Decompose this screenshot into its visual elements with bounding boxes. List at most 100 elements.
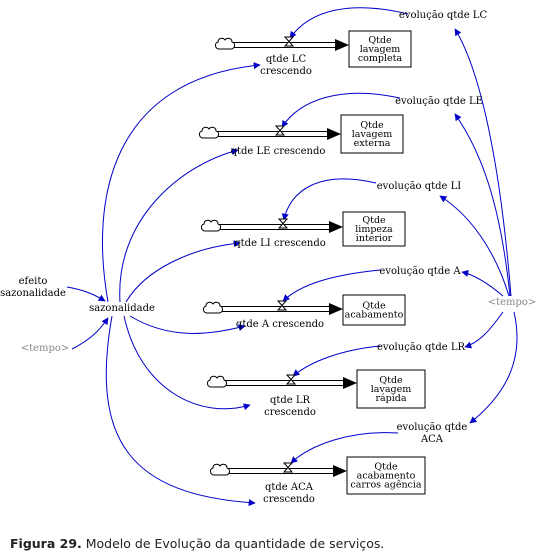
rate-label-aca-line: crescendo (263, 494, 315, 505)
stock-label-a-line: Qtde (362, 301, 386, 312)
stock-label-aca-line: Qtde (374, 462, 398, 473)
cloud-icon-outline (201, 219, 221, 232)
rate-label-lc-line: crescendo (260, 66, 312, 77)
evolution-label-aca-line: evolução qtde (397, 422, 468, 433)
stock-label-lc-line: lavagem (360, 44, 400, 55)
causal-links (66, 7, 518, 507)
rate-label-li-line: qtde LI crescendo (234, 238, 326, 249)
stock-label-aca-line: acabamento (357, 471, 416, 482)
stock-box-aca (346, 456, 426, 495)
cloud-icon (215, 37, 235, 50)
stock-label-aca-line: carros agência (350, 480, 422, 491)
rate-label-lr-line: crescendo (264, 407, 316, 418)
cloud-icon-outline (207, 375, 227, 388)
link-tempo-evo-aca (469, 311, 518, 424)
rate-label-aca-line: qtde ACA (265, 482, 314, 493)
evolution-label-li: evolução qtde LI (377, 181, 462, 192)
valve-icon (282, 462, 294, 473)
stock-label-le-line: lavagem (352, 129, 392, 140)
stock-box-a (342, 294, 406, 326)
figure-caption-text: Modelo de Evolução da quantidade de serv… (81, 536, 385, 551)
cloud-icon (203, 301, 223, 314)
link-evo-valve-aca (290, 432, 399, 464)
efeito-sazonalidade-label-line: sazonalidade (0, 288, 66, 299)
link-tempo-saz (71, 317, 109, 350)
efeito-sazonalidade-label-line: efeito (19, 276, 48, 287)
link-evo-valve-lc (289, 7, 409, 39)
figure-caption-label: Figura 29. (10, 536, 82, 551)
stock-label-lr-line: Qtde (379, 375, 403, 386)
link-tempo-evo-li (439, 195, 510, 297)
cloud-icon (201, 219, 221, 232)
stock-label-li-line: limpeza (355, 224, 393, 235)
valve-icon (283, 36, 295, 47)
link-evo-valve-le (281, 92, 401, 128)
link-tempo-evo-lc (454, 28, 512, 297)
valve-icon (276, 300, 288, 311)
link-tempo-evo-a (461, 270, 504, 297)
rate-label-le-line: qtde LE crescendo (231, 146, 326, 157)
figure-caption: Figura 29. Modelo de Evolução da quantid… (10, 536, 384, 551)
stock-label-lr-line: rápida (375, 393, 406, 404)
rate-label-lc-line: qtde LC (266, 54, 307, 65)
flow-arrow-icon (329, 303, 343, 315)
evolution-label-a: evolução qtde A (379, 266, 461, 277)
stock-box-le (340, 114, 404, 154)
link-tempo-evo-le (454, 113, 511, 297)
stock-box-lr (356, 369, 426, 409)
cloud-icon-outline (210, 463, 230, 476)
evolution-label-le-line: evolução qtde LE (395, 96, 483, 107)
link-saz-rate-le (119, 148, 239, 303)
stock-label-lc-line: Qtde (368, 35, 392, 46)
evolution-label-lr: evolução qtde LR (377, 342, 466, 353)
tempo-right-label: <tempo> (488, 297, 537, 308)
evolution-label-lc: evolução qtde LC (399, 10, 488, 21)
cloud-icon (207, 375, 227, 388)
stock-label-a-line: acabamento (345, 310, 404, 321)
rate-label-lr-line: qtde LR (270, 395, 311, 406)
stock-box-lc (348, 30, 412, 68)
link-efeito-saz (66, 286, 106, 302)
tempo-left-label-line: <tempo> (21, 343, 70, 354)
valve-icon (285, 374, 297, 385)
flow-arrow-icon (327, 128, 341, 140)
sazonalidade-label-line: sazonalidade (89, 303, 155, 314)
link-saz-rate-aca (105, 315, 256, 507)
link-saz-rate-li (125, 240, 241, 303)
stock-label-li-line: Qtde (362, 215, 386, 226)
evolution-label-li-line: evolução qtde LI (377, 181, 462, 192)
flow-arrow-icon (329, 221, 343, 233)
link-evo-valve-li (281, 178, 377, 221)
rate-label-li: qtde LI crescendo (234, 238, 326, 249)
evolution-label-le: evolução qtde LE (395, 96, 483, 107)
sazonalidade-label: sazonalidade (89, 303, 155, 314)
stock-label-le-line: externa (354, 138, 391, 149)
tempo-right-label-line: <tempo> (488, 297, 537, 308)
valve-icon (277, 218, 289, 229)
evolution-label-a-line: evolução qtde A (379, 266, 461, 277)
cloud-icon-outline (199, 126, 219, 139)
evolution-label-lc-line: evolução qtde LC (399, 10, 488, 21)
stock-label-lc-line: completa (358, 53, 403, 64)
flow-arrow-icon (333, 465, 347, 477)
link-tempo-evo-lr (464, 311, 504, 349)
